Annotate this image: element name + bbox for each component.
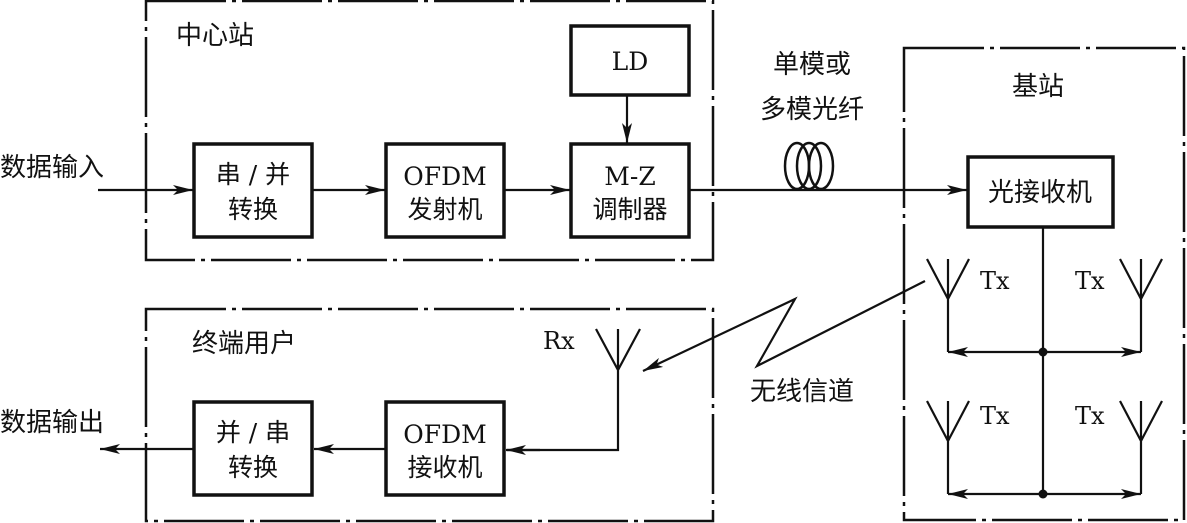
laser-diode-block: LD	[569, 24, 691, 97]
data-output-label: 数据输出	[0, 408, 104, 438]
antenna-icon	[1119, 400, 1163, 494]
antenna-icon	[1119, 258, 1163, 352]
fiber-label-line2: 多模光纤	[760, 95, 864, 125]
ofdm-tx-line1: OFDM	[403, 162, 486, 191]
terminal-user-title: 终端用户	[192, 329, 296, 359]
tx-label: Tx	[1075, 402, 1105, 430]
tx-label: Tx	[980, 402, 1010, 430]
serial-parallel-converter-block: 串 / 并 转换	[192, 142, 314, 239]
parallel-serial-converter-block: 并 / 串 转换	[192, 400, 314, 497]
central-station-frame	[144, 0, 715, 262]
optical-receiver-block: 光接收机	[966, 155, 1115, 229]
ofdm-rx-line1: OFDM	[403, 420, 486, 449]
data-input-label: 数据输入	[0, 153, 104, 183]
rx-label: Rx	[543, 327, 575, 355]
base-station-frame	[902, 46, 1186, 522]
antenna-icon	[926, 400, 970, 494]
ps-line1: 并 / 串	[216, 418, 290, 447]
ofdm-rx-line2: 接收机	[407, 453, 482, 482]
terminal-user-frame	[144, 307, 715, 523]
wireless-channel-link	[642, 280, 926, 372]
antenna-icon	[507, 328, 641, 452]
ofdm-receiver-block: OFDM 接收机	[384, 400, 506, 497]
ofdm-transmitter-block: OFDM 发射机	[384, 142, 506, 239]
wireless-channel-label: 无线信道	[750, 377, 854, 407]
mz-line2: 调制器	[592, 195, 667, 224]
sp-line2: 转换	[228, 195, 278, 224]
fiber-label-line1: 单模或	[773, 50, 851, 80]
mz-line1: M-Z	[604, 162, 655, 191]
ps-line2: 转换	[228, 453, 278, 482]
optical-rx-label: 光接收机	[988, 178, 1092, 208]
antenna-icon	[926, 258, 970, 352]
central-station-title: 中心站	[176, 21, 254, 51]
ld-label: LD	[612, 47, 649, 76]
sp-line1: 串 / 并	[216, 160, 290, 189]
base-station-title: 基站	[1012, 72, 1064, 102]
fiber-coil-icon	[783, 141, 835, 191]
tx-label: Tx	[980, 267, 1010, 295]
mz-modulator-block: M-Z 调制器	[569, 142, 691, 239]
ofdm-tx-line2: 发射机	[407, 195, 482, 224]
tx-label: Tx	[1075, 267, 1105, 295]
